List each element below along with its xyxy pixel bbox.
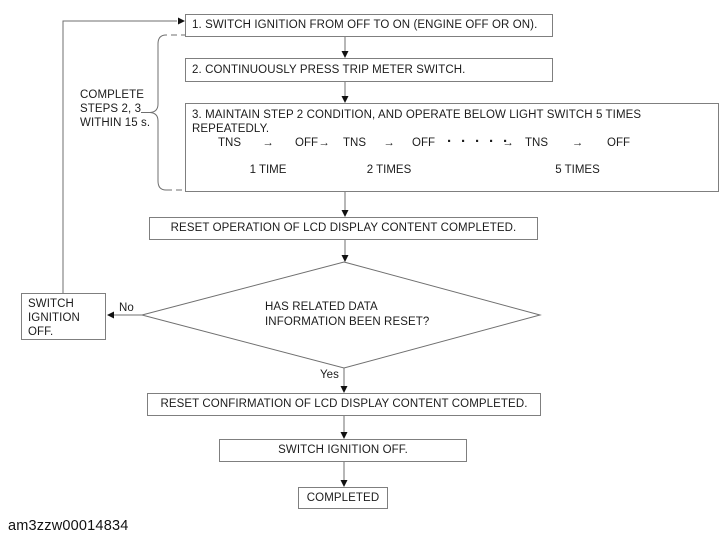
arrowhead-ignoff — [340, 432, 348, 439]
arrowhead-step3 — [341, 96, 349, 103]
brace-label-2-times: 2 TIMES — [366, 164, 412, 176]
switch-ignition-off-side-label: SWITCH IGNITION OFF. — [28, 298, 80, 338]
off-label: OFF — [412, 137, 435, 149]
arrow-glyph: → — [571, 137, 584, 149]
off-label: OFF — [295, 137, 318, 149]
feedback-line — [63, 21, 177, 293]
arrowhead-no — [107, 311, 114, 319]
sequence-group-2: TNS → OFF — [338, 136, 440, 150]
completed-box: COMPLETED — [298, 487, 388, 509]
timing-note: COMPLETE STEPS 2, 3 WITHIN 15 s. — [80, 89, 151, 129]
decision-diamond — [142, 262, 540, 368]
tns-label: TNS — [525, 137, 548, 149]
arrowhead-decision — [341, 255, 349, 262]
step2-box: 2. CONTINUOUSLY PRESS TRIP METER SWITCH. — [185, 58, 553, 82]
completed-label: COMPLETED — [306, 491, 380, 504]
step3-title: 3. MAINTAIN STEP 2 CONDITION, AND OPERAT… — [192, 109, 642, 135]
sequence-group-1: TNS → OFF — [213, 136, 323, 150]
step2-label: 2. CONTINUOUSLY PRESS TRIP METER SWITCH. — [192, 63, 466, 76]
switch-ignition-off-label: SWITCH IGNITION OFF. — [278, 444, 408, 456]
tns-label: TNS — [218, 137, 241, 149]
sequence-separator-1: → — [318, 137, 330, 149]
switch-ignition-off-side-box: SWITCH IGNITION OFF. — [21, 293, 106, 340]
reset-confirmation-label: RESET CONFIRMATION OF LCD DISPLAY CONTEN… — [160, 398, 528, 410]
arrowhead-completed — [340, 480, 348, 487]
tns-label: TNS — [343, 137, 366, 149]
arrow-glyph: → — [383, 137, 395, 149]
brace-label-1-time: 1 TIME — [249, 164, 287, 176]
arrowhead-into-step1 — [178, 17, 185, 25]
figure-id: am3zzw00014834 — [8, 518, 129, 534]
sequence-separator-2: → — [502, 137, 514, 149]
step3-box — [185, 103, 719, 192]
step1-box: 1. SWITCH IGNITION FROM OFF TO ON (ENGIN… — [185, 14, 553, 37]
timing-brace — [150, 35, 166, 190]
sequence-ellipsis: ····· — [447, 133, 517, 150]
arrowhead-resetconf — [340, 386, 348, 393]
off-label: OFF — [607, 137, 630, 149]
reset-operation-box: RESET OPERATION OF LCD DISPLAY CONTENT C… — [149, 217, 538, 240]
arrowhead-resetop — [341, 210, 349, 217]
decision-text: HAS RELATED DATA INFORMATION BEEN RESET? — [265, 301, 430, 328]
sequence-group-3: TNS → OFF — [520, 136, 635, 150]
arrow-glyph: → — [262, 137, 274, 149]
arrowhead-step2 — [341, 51, 349, 58]
reset-confirmation-box: RESET CONFIRMATION OF LCD DISPLAY CONTEN… — [147, 393, 541, 416]
switch-ignition-off-box: SWITCH IGNITION OFF. — [219, 439, 467, 462]
reset-operation-label: RESET OPERATION OF LCD DISPLAY CONTENT C… — [170, 222, 517, 234]
yes-label: Yes — [319, 369, 339, 381]
no-label: No — [119, 302, 134, 314]
brace-label-5-times: 5 TIMES — [555, 164, 600, 176]
step1-label: 1. SWITCH IGNITION FROM OFF TO ON (ENGIN… — [192, 19, 538, 31]
